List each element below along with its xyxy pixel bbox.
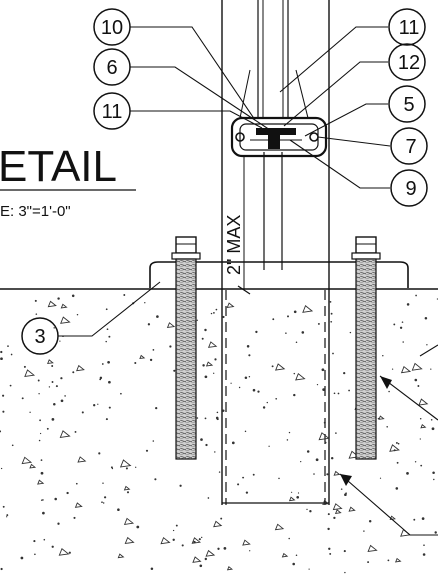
- callout-balloon-11-left: 11: [93, 92, 131, 130]
- svg-text:5: 5: [403, 94, 414, 116]
- svg-text:11: 11: [399, 17, 420, 39]
- scale-note: E: 3"=1'-0": [0, 203, 71, 220]
- rail-shoe: [230, 116, 328, 158]
- callout-balloon-7: 7: [390, 127, 428, 165]
- infill-lines: [239, 69, 309, 119]
- embedded-post-dashed: [222, 290, 329, 505]
- svg-text:7: 7: [405, 136, 416, 158]
- svg-text:10: 10: [101, 17, 123, 39]
- svg-text:6: 6: [106, 57, 117, 79]
- callout-balloon-11-right: 11: [388, 8, 426, 46]
- svg-text:11: 11: [102, 101, 123, 123]
- anchor-bolt-right: [351, 236, 381, 460]
- concrete-hatch: [0, 294, 438, 574]
- dimension-label: 2" MAX: [224, 215, 244, 275]
- callout-balloon-12: 12: [388, 43, 426, 81]
- svg-text:12: 12: [398, 52, 420, 74]
- detail-title: ETAIL: [0, 142, 117, 191]
- callout-balloon-6: 6: [93, 48, 131, 86]
- leader-lines: [58, 26, 438, 536]
- callout-balloon-3: 3: [21, 317, 59, 355]
- svg-text:9: 9: [405, 178, 416, 200]
- post-outline: [221, 0, 330, 505]
- callout-balloon-10: 10: [93, 8, 131, 46]
- dimension-2in-max: 2" MAX: [224, 157, 251, 295]
- callout-balloon-5: 5: [388, 85, 426, 123]
- anchor-bolt-left: [171, 236, 201, 460]
- callout-balloon-9: 9: [390, 169, 428, 207]
- svg-text:3: 3: [34, 326, 45, 348]
- base-plate: [149, 261, 409, 288]
